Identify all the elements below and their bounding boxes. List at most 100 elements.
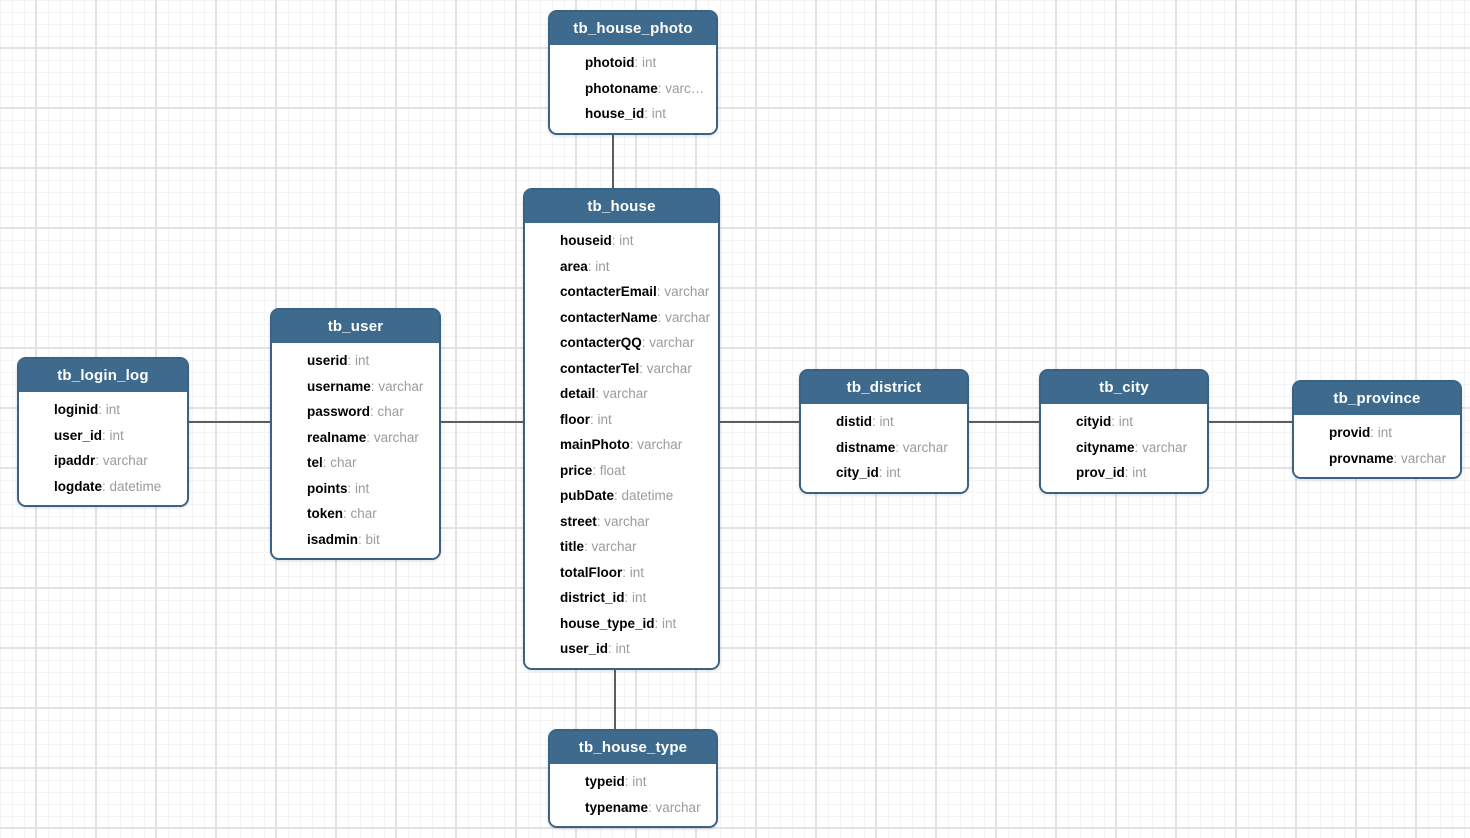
- entity-field-list: distidintdistnamevarcharcity_idint: [801, 404, 967, 492]
- field-name: ipaddr: [54, 453, 96, 468]
- field-row: provnamevarchar: [1329, 446, 1454, 472]
- field-row: areaint: [560, 254, 712, 280]
- field-name: points: [307, 480, 348, 496]
- entity-tb_province[interactable]: tb_province providintprovnamevarchar: [1292, 380, 1462, 479]
- entity-title: tb_login_log: [57, 367, 149, 384]
- field-name: houseid: [560, 233, 612, 248]
- entity-title: tb_district: [846, 379, 922, 396]
- field-name: distid: [836, 414, 872, 429]
- entity-tb_house_type[interactable]: tb_house_type typeidinttypenamevarchar: [548, 729, 718, 828]
- field-row: citynamevarchar: [1076, 435, 1201, 461]
- field-row: cityidint: [1076, 409, 1201, 435]
- connector-user-house[interactable]: [439, 421, 525, 423]
- field-name: typename: [585, 799, 649, 815]
- field-row: prov_idint: [1076, 460, 1201, 486]
- connector-district-city[interactable]: [967, 421, 1041, 423]
- entity-title: tb_house: [587, 198, 656, 215]
- field-row: house_idint: [585, 101, 710, 127]
- connector-house-house_type[interactable]: [614, 663, 616, 730]
- entity-field-list: typeidinttypenamevarchar: [550, 764, 716, 826]
- field-type: varc…: [658, 81, 705, 96]
- field-type: int: [1370, 425, 1392, 440]
- field-row: titlevarchar: [560, 534, 712, 560]
- connector-city-province[interactable]: [1207, 421, 1294, 423]
- field-name: user_id: [560, 641, 609, 656]
- field-row: pointsint: [307, 476, 433, 502]
- entity-header: tb_house_photo: [550, 12, 716, 45]
- field-row: typenamevarchar: [585, 795, 710, 821]
- field-row: realnamevarchar: [307, 425, 433, 451]
- field-row: photonamevarc…: [585, 76, 710, 102]
- field-type: float: [592, 463, 625, 478]
- field-row: providint: [1329, 420, 1454, 446]
- field-name: username: [307, 378, 371, 394]
- entity-header: tb_province: [1294, 382, 1460, 415]
- field-type: varchar: [639, 361, 692, 376]
- field-name: user_id: [54, 427, 103, 443]
- field-name: price: [560, 462, 593, 478]
- entity-field-list: photoidintphotonamevarc…house_idint: [550, 45, 716, 133]
- field-name: provname: [1329, 450, 1394, 466]
- field-name: title: [560, 539, 585, 554]
- field-name: district_id: [560, 590, 625, 605]
- field-type: varchar: [658, 310, 711, 325]
- field-name: realname: [307, 429, 367, 445]
- field-type: int: [348, 481, 370, 496]
- field-name: provid: [1329, 425, 1371, 440]
- entity-tb_house[interactable]: tb_house houseidintareaintcontacterEmail…: [523, 188, 720, 670]
- field-row: pubDatedatetime: [560, 483, 712, 509]
- entity-title: tb_city: [1099, 379, 1149, 396]
- field-type: datetime: [614, 488, 673, 503]
- field-type: int: [655, 616, 677, 631]
- field-type: varchar: [630, 437, 683, 452]
- field-name: password: [307, 404, 371, 419]
- field-type: int: [588, 259, 610, 274]
- field-name: mainPhoto: [560, 437, 630, 452]
- field-name: street: [560, 513, 597, 529]
- field-row: contacterNamevarchar: [560, 305, 712, 331]
- entity-tb_district[interactable]: tb_district distidintdistnamevarcharcity…: [799, 369, 969, 494]
- field-row: typeidint: [585, 769, 710, 795]
- field-row: passwordchar: [307, 399, 433, 425]
- connector-login_log-user[interactable]: [187, 421, 272, 423]
- field-row: totalFloorint: [560, 560, 712, 586]
- field-row: photoidint: [585, 50, 710, 76]
- field-type: bit: [358, 532, 380, 547]
- field-type: int: [622, 565, 644, 580]
- field-type: int: [879, 465, 901, 480]
- field-type: int: [98, 402, 120, 417]
- entity-tb_user[interactable]: tb_user useridintusernamevarcharpassword…: [270, 308, 441, 560]
- entity-header: tb_city: [1041, 371, 1207, 404]
- field-name: detail: [560, 386, 596, 401]
- entity-title: tb_house_type: [578, 739, 688, 756]
- field-row: pricefloat: [560, 458, 712, 484]
- field-row: contacterTelvarchar: [560, 356, 712, 382]
- field-type: int: [625, 590, 647, 605]
- field-row: user_idint: [54, 423, 181, 449]
- field-type: int: [1111, 414, 1133, 429]
- field-row: tokenchar: [307, 501, 433, 527]
- field-type: datetime: [102, 479, 161, 494]
- field-name: contacterEmail: [560, 284, 657, 299]
- field-type: int: [644, 106, 666, 121]
- field-type: int: [102, 428, 124, 443]
- field-type: varchar: [648, 800, 701, 815]
- field-type: varchar: [657, 284, 710, 299]
- field-row: contacterQQvarchar: [560, 330, 712, 356]
- field-name: typeid: [585, 774, 625, 789]
- field-row: detailvarchar: [560, 381, 712, 407]
- field-type: varchar: [597, 514, 650, 529]
- field-name: contacterQQ: [560, 335, 642, 350]
- entity-tb_city[interactable]: tb_city cityidintcitynamevarcharprov_idi…: [1039, 369, 1209, 494]
- field-row: isadminbit: [307, 527, 433, 553]
- entity-field-list: houseidintareaintcontacterEmailvarcharco…: [525, 223, 718, 668]
- field-name: house_type_id: [560, 615, 655, 631]
- connector-house-district[interactable]: [718, 421, 801, 423]
- entity-tb_login_log[interactable]: tb_login_log loginidintuser_idintipaddrv…: [17, 357, 189, 507]
- field-row: distnamevarchar: [836, 435, 961, 461]
- field-row: streetvarchar: [560, 509, 712, 535]
- entity-tb_house_photo[interactable]: tb_house_photo photoidintphotonamevarc…h…: [548, 10, 718, 135]
- field-type: int: [634, 55, 656, 70]
- connector-house_photo-house[interactable]: [612, 131, 614, 189]
